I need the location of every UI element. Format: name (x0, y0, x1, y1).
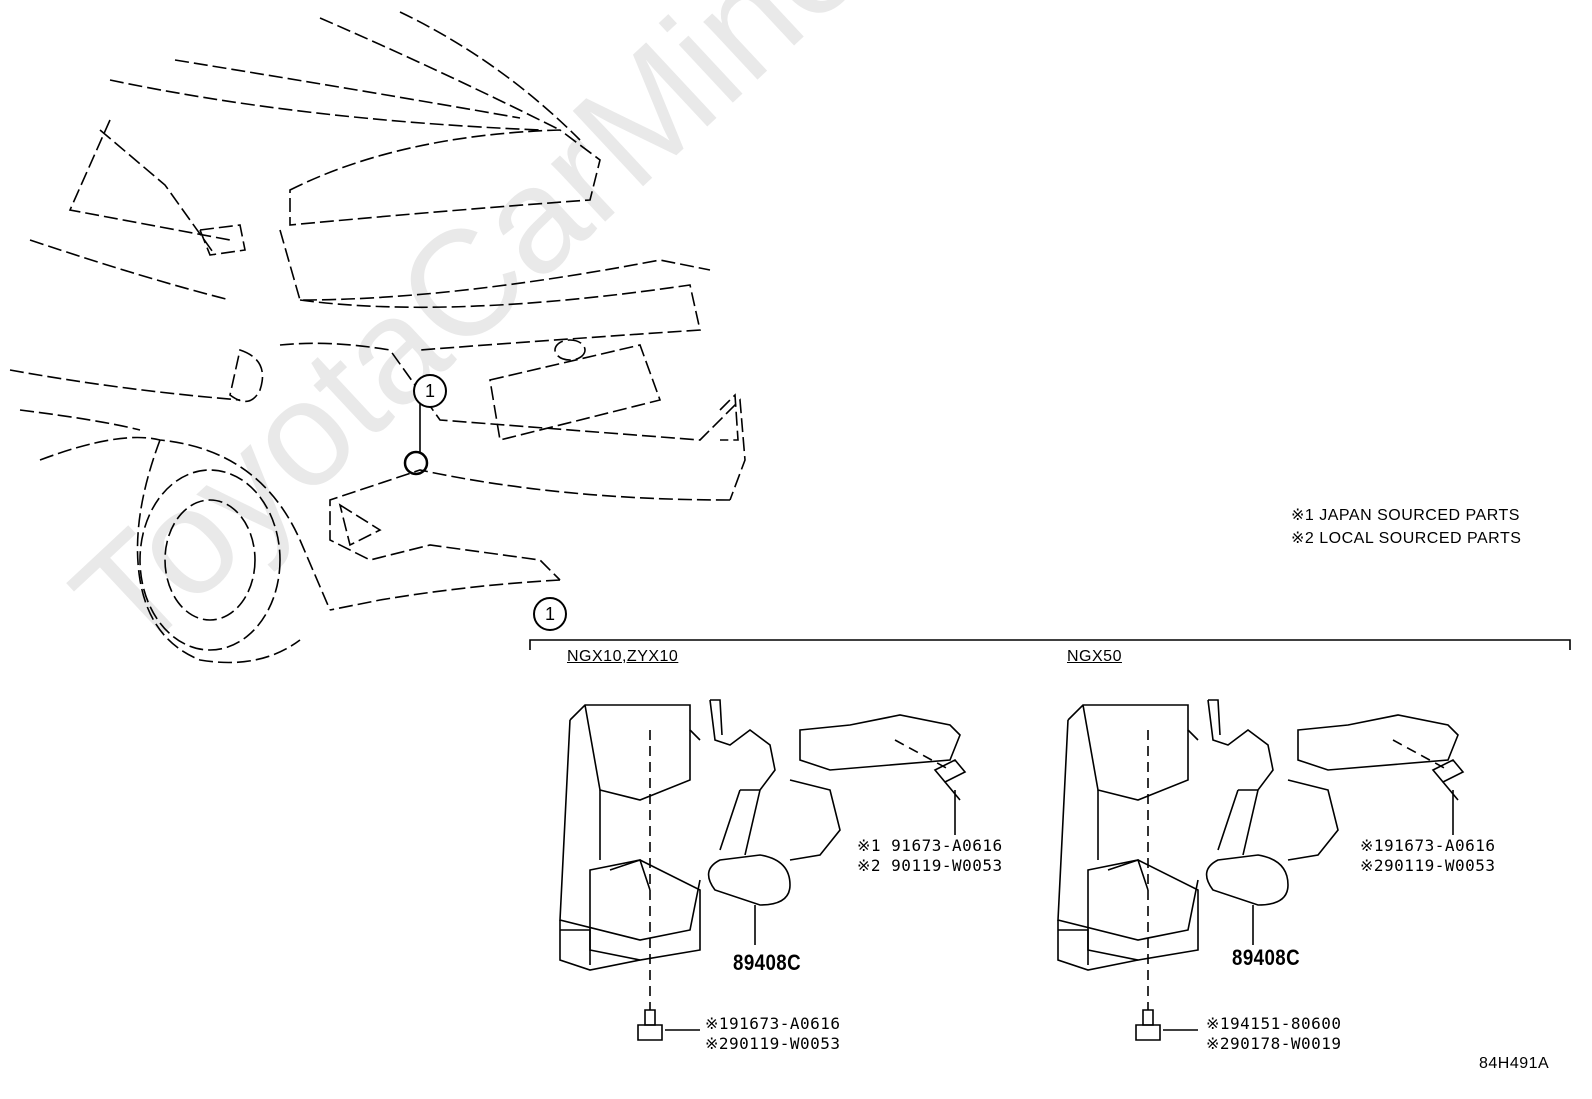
callout-on-vehicle (403, 400, 429, 476)
bracket-bolt-left-local: ※2 90119-W0053 (857, 856, 1003, 875)
model-label-right: NGX50 (1067, 648, 1122, 665)
callout-number-group: 1 (533, 597, 567, 631)
bracket-bolt-right-jp: ※191673-A0616 (1360, 836, 1496, 855)
sensor-part-right: 89408C (1232, 945, 1301, 970)
bottom-bolt-left-jp: ※191673-A0616 (705, 1014, 841, 1033)
group-bracket (529, 639, 1571, 650)
height-sensor-left (559, 699, 967, 1041)
vehicle-outline (9, 11, 746, 664)
bracket-bolt-left-jp: ※1 91673-A0616 (857, 836, 1003, 855)
bracket-bolt-right-local: ※290119-W0053 (1360, 856, 1496, 875)
legend-local-sourced: ※2 LOCAL SOURCED PARTS (1291, 530, 1522, 547)
bottom-nut-right-jp: ※194151-80600 (1206, 1014, 1342, 1033)
model-label-left: NGX10,ZYX10 (567, 648, 679, 665)
callout-number-vehicle: 1 (413, 374, 447, 408)
bottom-bolt-left-local: ※290119-W0053 (705, 1034, 841, 1053)
legend-japan-sourced: ※1 JAPAN SOURCED PARTS (1291, 507, 1520, 524)
sensor-part-left: 89408C (733, 950, 802, 975)
bottom-nut-right-local: ※290178-W0019 (1206, 1034, 1342, 1053)
diagram-code: 84H491A (1479, 1055, 1550, 1072)
